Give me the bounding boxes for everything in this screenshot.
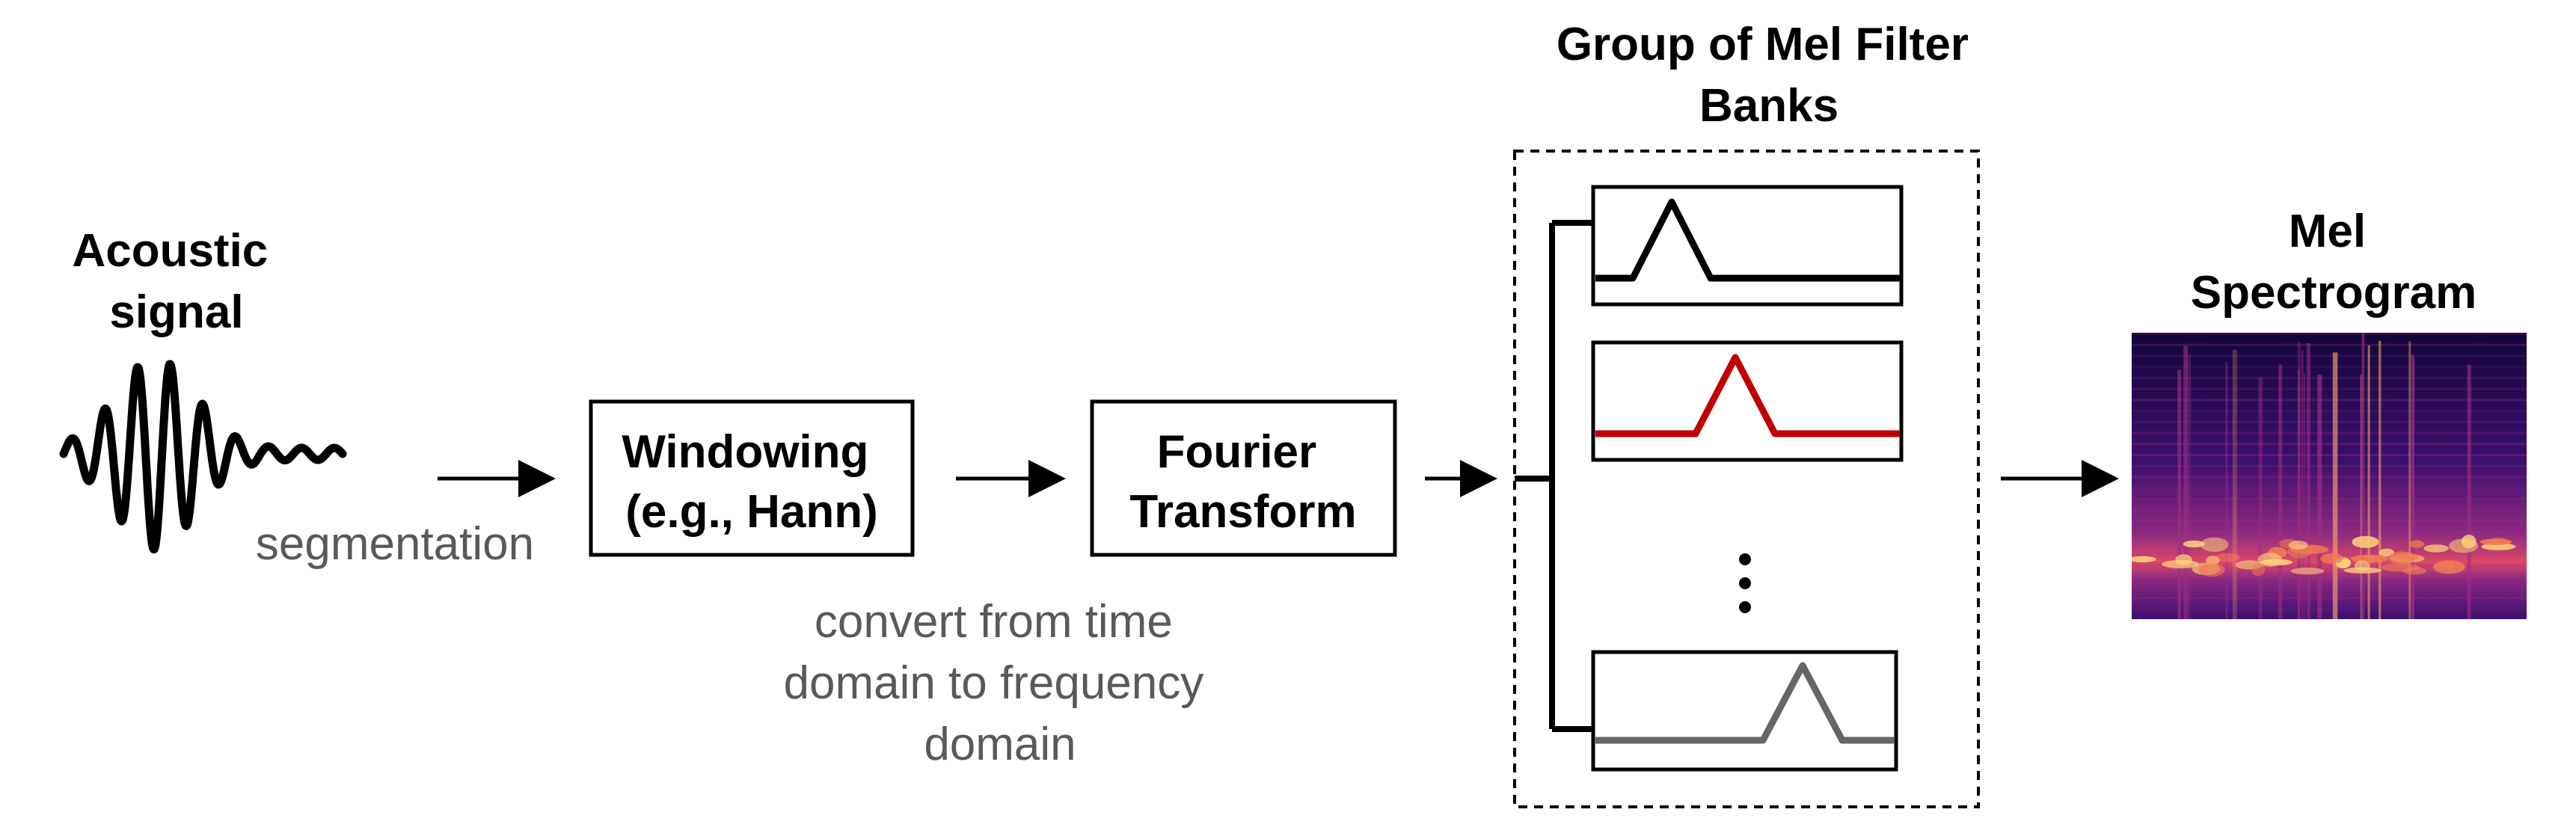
- mel-filter-3: [1591, 650, 1898, 772]
- mel-filter-1-box: [1591, 185, 1904, 307]
- acoustic-signal-line2: signal: [109, 286, 243, 338]
- mel-filter-1: [1591, 185, 1904, 307]
- svg-text:Windowing (e.g., Hann): Windowing (e.g., Hann): [622, 426, 881, 538]
- spectrogram-line2: Spectrogram: [2191, 267, 2477, 319]
- convert-line1: convert from time: [815, 596, 1173, 648]
- fourier-line1: Fourier: [1157, 426, 1317, 478]
- acoustic-waveform-icon: [59, 360, 347, 554]
- spectrogram-line1: Mel: [2289, 206, 2366, 257]
- acoustic-signal-line1: Acoustic: [72, 225, 268, 277]
- svg-text:Fourier Transform: Fourier Transform: [1129, 426, 1356, 538]
- filter-group-label: Group of Mel Filter Banks: [1557, 19, 1981, 132]
- filter-group-line1: Group of Mel Filter: [1557, 19, 1969, 70]
- filter-bracket: [1515, 220, 1593, 732]
- windowing-line1: Windowing: [622, 426, 868, 478]
- windowing-line2: (e.g., Hann): [625, 486, 878, 538]
- windowing-box: [589, 399, 915, 557]
- fourier-line2: Transform: [1129, 486, 1356, 538]
- filter-group-line2: Banks: [1699, 80, 1839, 132]
- fourier-box: [1090, 399, 1397, 557]
- spectrogram-label: Mel Spectrogram: [2191, 206, 2477, 319]
- mel-filter-3-box: [1591, 650, 1898, 772]
- windowing-node: Windowing (e.g., Hann): [589, 399, 915, 557]
- mel-spectrogram-image: [2132, 333, 2527, 619]
- fourier-node: Fourier Transform: [1090, 399, 1397, 557]
- mel-filter-2-curve: [1595, 354, 1900, 437]
- filter-group-dashed-border: [1513, 150, 1980, 808]
- segmentation-annotation: segmentation: [256, 518, 534, 570]
- mel-filter-2: [1591, 340, 1904, 462]
- convert-line3: domain: [924, 719, 1076, 770]
- acoustic-signal-label: Acoustic signal: [72, 225, 280, 338]
- mel-filter-2-box: [1591, 340, 1904, 462]
- convert-line2: domain to frequency: [783, 657, 1203, 709]
- mel-filter-1-curve: [1595, 198, 1900, 282]
- mel-filter-3-curve: [1595, 662, 1895, 744]
- convert-annotation: convert from time domain to frequency do…: [783, 596, 1216, 770]
- vertical-ellipsis-icon: [1739, 553, 1751, 613]
